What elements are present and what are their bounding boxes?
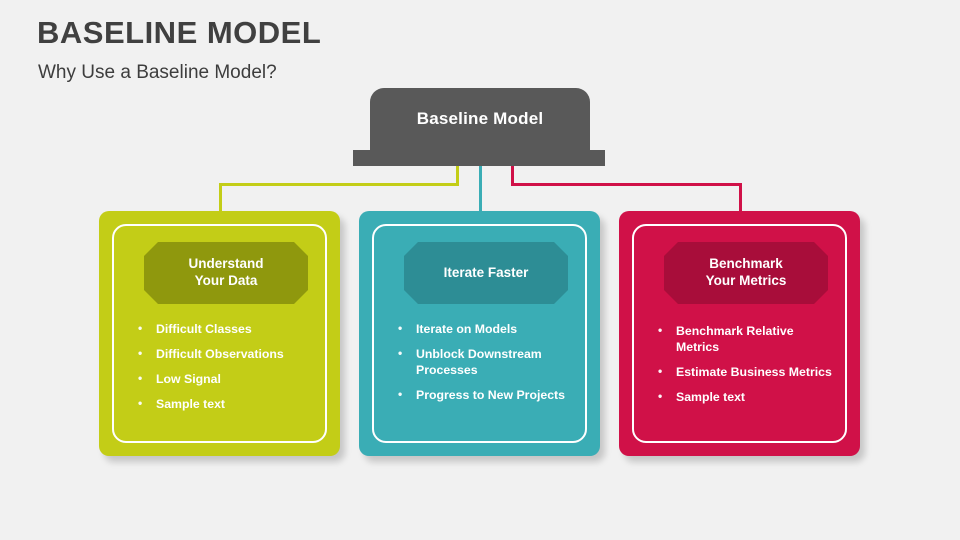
list-item: Sample text — [132, 396, 313, 413]
list-item: Unblock Downstream Processes — [392, 346, 573, 379]
column-panel-iterate-faster[interactable]: Iterate Faster Iterate on Models Unblock… — [359, 211, 600, 456]
panel-inner-border: Iterate Faster Iterate on Models Unblock… — [372, 224, 587, 443]
bullet-list-iterate-faster: Iterate on Models Unblock Downstream Pro… — [392, 321, 573, 413]
connector-red-drop — [739, 183, 742, 212]
column-badge-label: Iterate Faster — [443, 264, 529, 280]
column-badge-iterate-faster: Iterate Faster — [404, 242, 568, 304]
list-item: Sample text — [652, 389, 833, 406]
list-item: Progress to New Projects — [392, 387, 573, 404]
top-node-base-bar — [353, 150, 605, 166]
list-item: Difficult Classes — [132, 321, 313, 338]
connector-green-drop — [219, 183, 222, 212]
connector-green-horizontal — [219, 183, 459, 186]
bullet-list-benchmark-your-metrics: Benchmark Relative Metrics Estimate Busi… — [652, 323, 833, 415]
badge-line-2: Your Data — [194, 273, 258, 288]
connector-red-horizontal — [511, 183, 742, 186]
list-item: Benchmark Relative Metrics — [652, 323, 833, 356]
badge-line-1: Understand — [188, 256, 264, 272]
list-item: Estimate Business Metrics — [652, 364, 833, 381]
page-title: BASELINE MODEL — [37, 15, 322, 50]
connector-teal-drop — [479, 166, 482, 212]
bullet-list-understand-your-data: Difficult Classes Difficult Observations… — [132, 321, 313, 422]
top-node-baseline-model[interactable]: Baseline Model — [370, 88, 590, 150]
connector-green-stub — [456, 166, 459, 186]
list-item: Iterate on Models — [392, 321, 573, 338]
badge-line-2: Your Metrics — [705, 273, 787, 288]
page-subtitle: Why Use a Baseline Model? — [38, 62, 277, 83]
connector-red-stub — [511, 166, 514, 186]
badge-line-1: Benchmark — [709, 256, 783, 272]
top-node-label: Baseline Model — [416, 109, 544, 128]
list-item: Low Signal — [132, 371, 313, 388]
list-item: Difficult Observations — [132, 346, 313, 363]
